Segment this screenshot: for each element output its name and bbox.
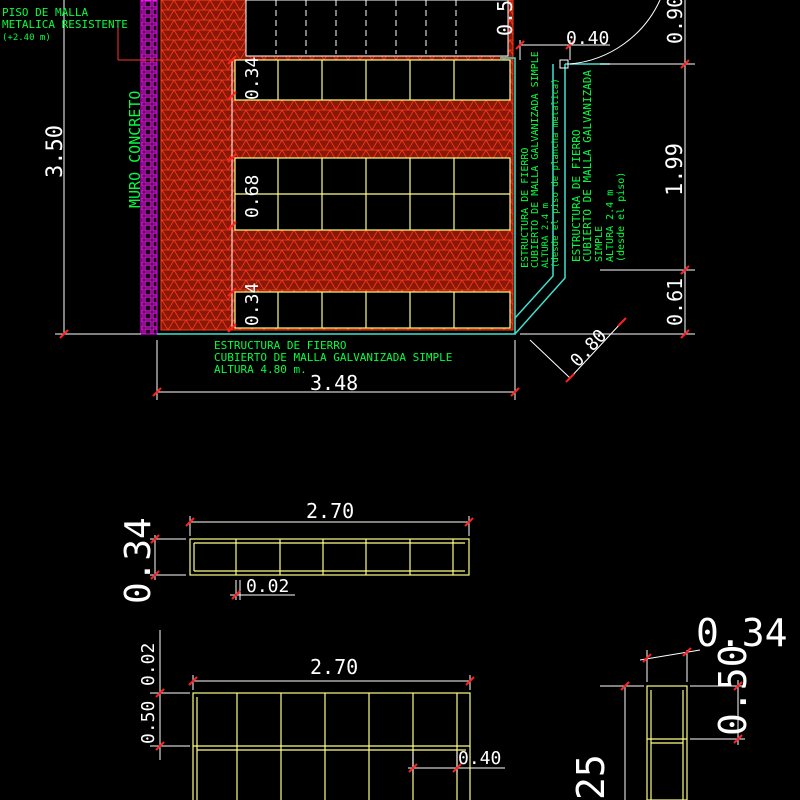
plan-dimension-lines (55, 0, 695, 400)
detail-1: 2.70 0.34 0.02 (118, 499, 474, 604)
d3-width: 0.34 (696, 611, 788, 655)
floor-note-line1: PISO DE MALLA (2, 6, 88, 19)
right1-line1: ESTRUCTURA DE FIERRO (520, 148, 531, 268)
d1-gap: 0.02 (246, 576, 289, 597)
concrete-wall (140, 0, 158, 335)
dim-top-055: 0.55 (493, 0, 517, 36)
bottom-note-line2: CUBIERTO DE MALLA GALVANIZADA SIMPLE (214, 351, 452, 364)
dim-bay-068: 0.68 (242, 175, 263, 218)
detail1-dims (150, 516, 470, 600)
dim-width-total: 3.48 (310, 371, 358, 395)
detail2-frame (192, 692, 471, 800)
right1-line3: ALTURA 2.4 m (541, 203, 551, 268)
rack-row-2 (234, 157, 511, 231)
detail-2: 2.70 0.02 0.50 0.40 (138, 630, 505, 800)
plan-view: PISO DE MALLA METALICA RESISTENTE (+2.40… (2, 0, 695, 400)
detail2-dims (150, 630, 505, 775)
detail1-frame (189, 538, 470, 576)
right-note-1: ESTRUCTURA DE FIERRO CUBIERTO DE MALLA G… (520, 51, 561, 268)
door-leaf (559, 59, 569, 69)
right1-line4: (desde el piso de plancha metalica) (551, 78, 561, 268)
bottom-note-line3: ALTURA 4.80 m. (214, 363, 307, 376)
dim-bay-034a: 0.34 (242, 57, 263, 100)
right2-line2: CUBIERTO DE MALLA GALVANIZADA (581, 70, 594, 262)
rack-row-1 (234, 59, 511, 101)
right-note-2: ESTRUCTURA DE FIERRO CUBIERTO DE MALLA G… (570, 70, 627, 262)
right2-line5: (desde el piso) (616, 172, 627, 262)
stair-lines (275, 0, 457, 54)
detail3-frame (646, 685, 688, 800)
d2-height: 0.50 (138, 701, 159, 744)
d2-gap: 0.02 (138, 643, 159, 686)
d2-post: 0.40 (458, 748, 501, 769)
bottom-note-line1: ESTRUCTURA DE FIERRO (214, 339, 346, 352)
dim-top-090: 0.90 (663, 0, 687, 44)
right1-line2: CUBIERTO DE MALLA GALVANIZADA SIMPLE (530, 51, 541, 268)
d1-width: 2.70 (306, 499, 354, 523)
dim-right-061: 0.61 (663, 278, 687, 326)
stair-area (245, 0, 509, 57)
d3-height: 0.50 (711, 644, 755, 736)
dim-diag-080: 0.80 (566, 325, 611, 371)
wall-label: MURO CONCRETO (126, 91, 144, 208)
detail1-ticks (150, 517, 474, 600)
d2-width: 2.70 (310, 655, 358, 679)
d3-partial: 25 (569, 754, 613, 800)
dim-top-040: 0.40 (566, 28, 609, 49)
right2-line1: ESTRUCTURA DE FIERRO (570, 130, 583, 262)
rack-row-3 (234, 291, 511, 329)
right2-line4: ALTURA 2.4 m (605, 190, 616, 262)
detail3-dims (600, 649, 745, 800)
right2-line3: SIMPLE (594, 226, 605, 262)
detail3-ticks (620, 647, 743, 744)
dim-height-total: 3.50 (43, 125, 68, 178)
detail-3: 0.34 0.50 25 (569, 611, 788, 800)
detail2-ticks (155, 676, 475, 773)
plan-dimension-ticks (59, 40, 690, 397)
dim-bay-034b: 0.34 (242, 283, 263, 326)
door-swing-arc (569, 0, 661, 65)
floor-note-line2: METALICA RESISTENTE (2, 18, 128, 31)
dim-right-199: 1.99 (663, 143, 688, 196)
floor-note-line3: (+2.40 m) (2, 33, 51, 43)
d1-height: 0.34 (118, 517, 159, 604)
